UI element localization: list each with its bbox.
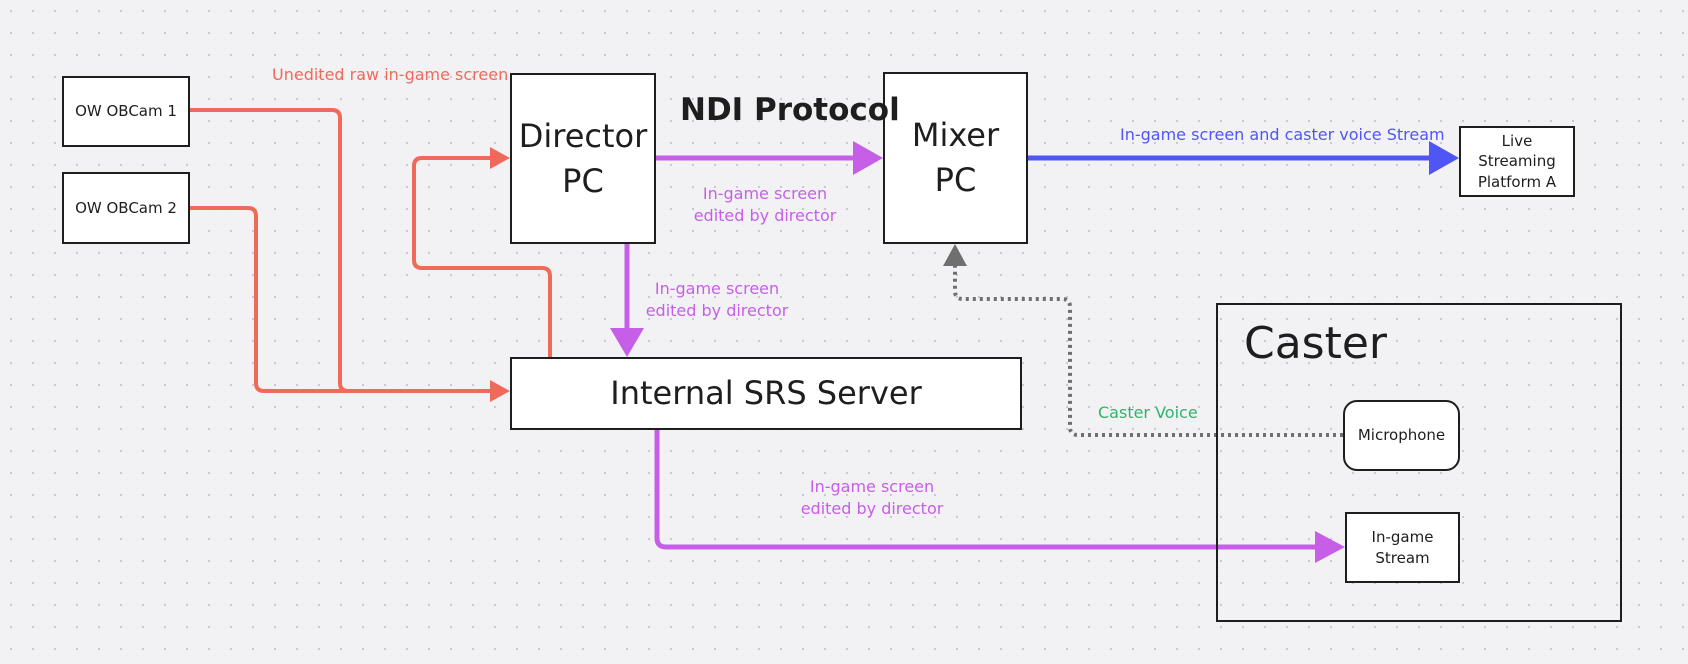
director-pc-node[interactable]: Director PC — [510, 73, 656, 244]
director-to-mixer-label: In-game screen edited by director — [693, 184, 837, 226]
raw-feed-label: Unedited raw in-game screen — [272, 65, 509, 84]
caster-voice-label: Caster Voice — [1098, 403, 1198, 422]
srs-to-director-connector — [412, 156, 552, 357]
microphone-node[interactable]: Microphone — [1343, 400, 1460, 471]
caster-group-title: Caster — [1244, 318, 1388, 369]
mixer-arrowhead-icon — [853, 141, 883, 175]
output-stream-label: In-game screen and caster voice Stream — [1120, 125, 1445, 144]
director-to-srs-label: In-game screen edited by director — [645, 279, 789, 321]
platform-node[interactable]: Live Streaming Platform A — [1459, 126, 1575, 197]
srs-to-caster-label: In-game screen edited by director — [800, 477, 944, 519]
mixer-voice-arrowhead-icon — [943, 244, 967, 266]
srs-to-ingame-stream-connector — [654, 430, 1318, 550]
cam2-node[interactable]: OW OBCam 2 — [62, 172, 190, 244]
caster-group — [1216, 303, 1622, 622]
srs-arrowhead-icon — [610, 328, 644, 357]
srs-server-node[interactable]: Internal SRS Server — [510, 357, 1022, 430]
cam1-arrowhead-icon — [490, 380, 510, 402]
ingame-stream-arrowhead-icon — [1315, 531, 1345, 563]
cam1-node[interactable]: OW OBCam 1 — [62, 76, 190, 147]
cam1-to-srs-connector — [190, 108, 490, 393]
platform-arrowhead-icon — [1429, 141, 1459, 175]
ndi-protocol-heading: NDI Protocol — [680, 92, 900, 128]
ingame-stream-node[interactable]: In-game Stream — [1345, 512, 1460, 583]
mixer-pc-node[interactable]: Mixer PC — [883, 72, 1028, 244]
director-arrowhead-icon — [490, 147, 510, 169]
cam2-to-srs-connector — [190, 206, 490, 393]
